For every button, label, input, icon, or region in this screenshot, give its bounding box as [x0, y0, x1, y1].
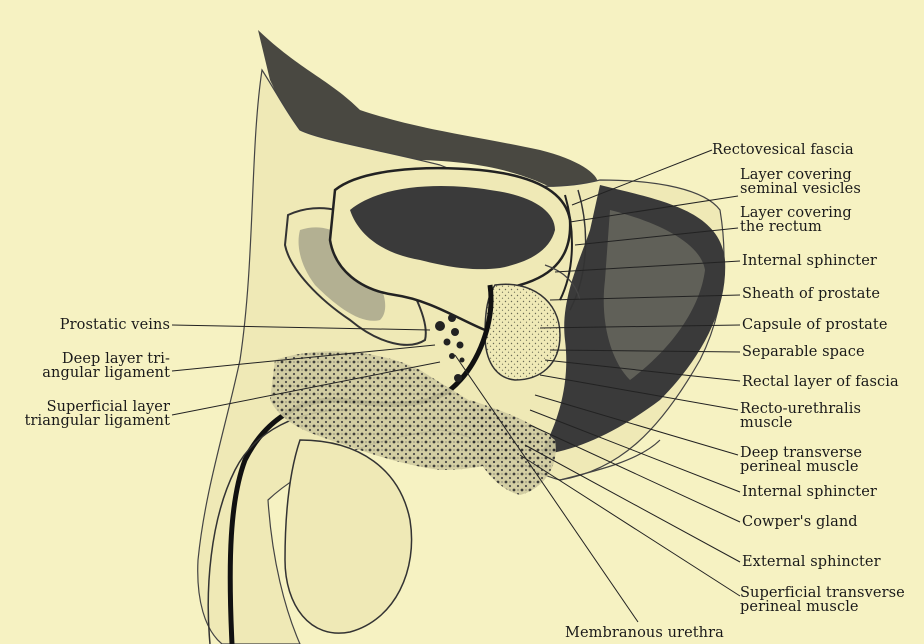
label-separable-space: Separable space: [742, 345, 865, 359]
label-internal-sphincter-upper: Internal sphincter: [742, 254, 877, 268]
label-layer-covering-the-rectum: Layer covering the rectum: [740, 206, 852, 234]
label-internal-sphincter-lower: Internal sphincter: [742, 485, 877, 499]
label-rectal-layer-of-fascia: Rectal layer of fascia: [742, 375, 899, 389]
label-recto-urethralis-muscle: Recto-urethralis muscle: [740, 402, 861, 430]
label-membranous-urethra: Membranous urethra: [565, 626, 724, 640]
label-rectovesical-fascia: Rectovesical fascia: [712, 143, 854, 157]
label-external-sphincter: External sphincter: [742, 555, 881, 569]
label-superficial-transverse-perineal-muscle: Superficial transverse perineal muscle: [740, 586, 905, 614]
label-sheath-of-prostate: Sheath of prostate: [742, 287, 880, 301]
label-capsule-of-prostate: Capsule of prostate: [742, 318, 888, 332]
label-cowpers-gland: Cowper's gland: [742, 515, 858, 529]
scrotum: [285, 440, 412, 633]
label-layer-covering-seminal-vesicles: Layer covering seminal vesicles: [740, 168, 861, 196]
label-deep-transverse-perineal-muscle: Deep transverse perineal muscle: [740, 446, 862, 474]
label-superficial-layer-triangular-ligament: Superficial layer triangular ligament: [2, 400, 170, 428]
label-prostatic-veins: Prostatic veins: [20, 318, 170, 332]
label-deep-layer-triangular-ligament: Deep layer tri- angular ligament: [10, 352, 170, 380]
